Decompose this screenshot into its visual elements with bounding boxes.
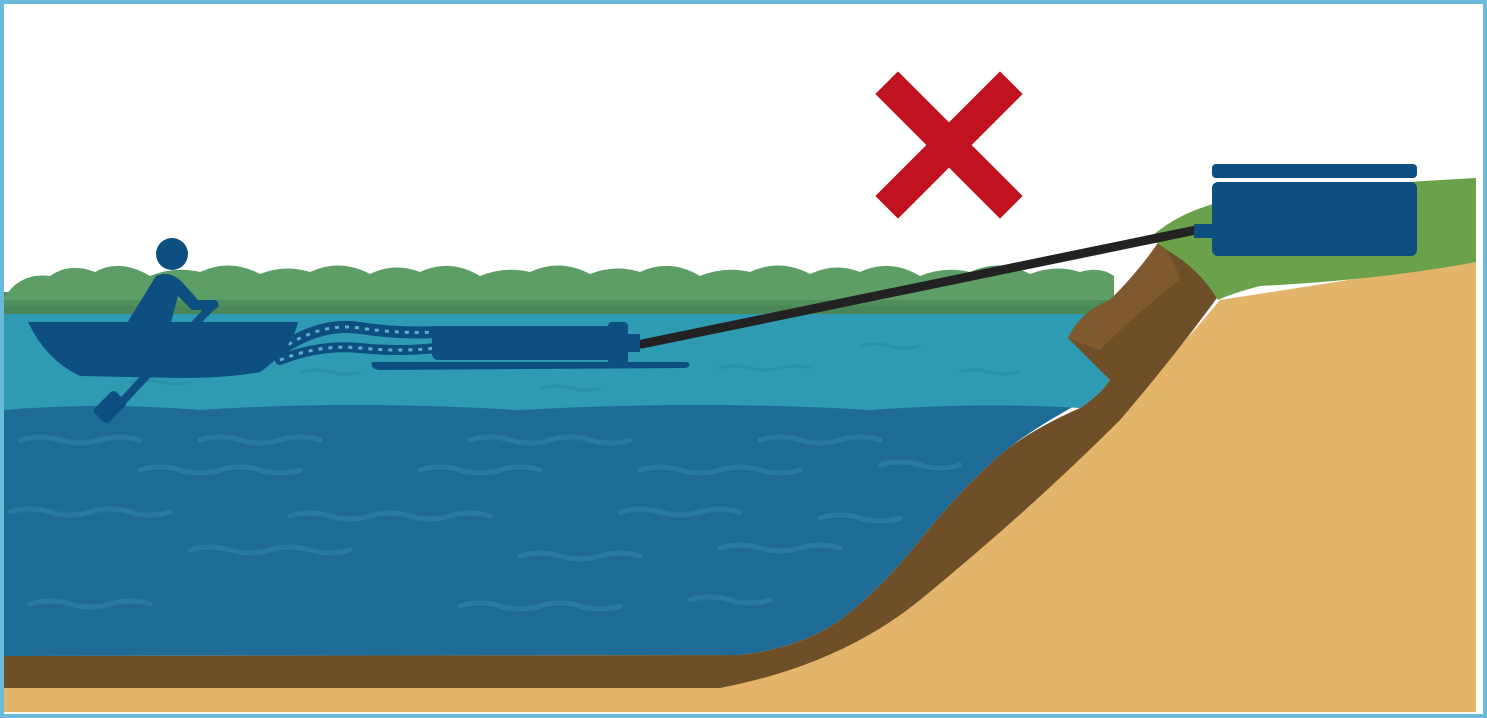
shore-pump-unit [1194, 164, 1417, 256]
person-head [156, 238, 188, 270]
boat-hull [28, 322, 298, 378]
